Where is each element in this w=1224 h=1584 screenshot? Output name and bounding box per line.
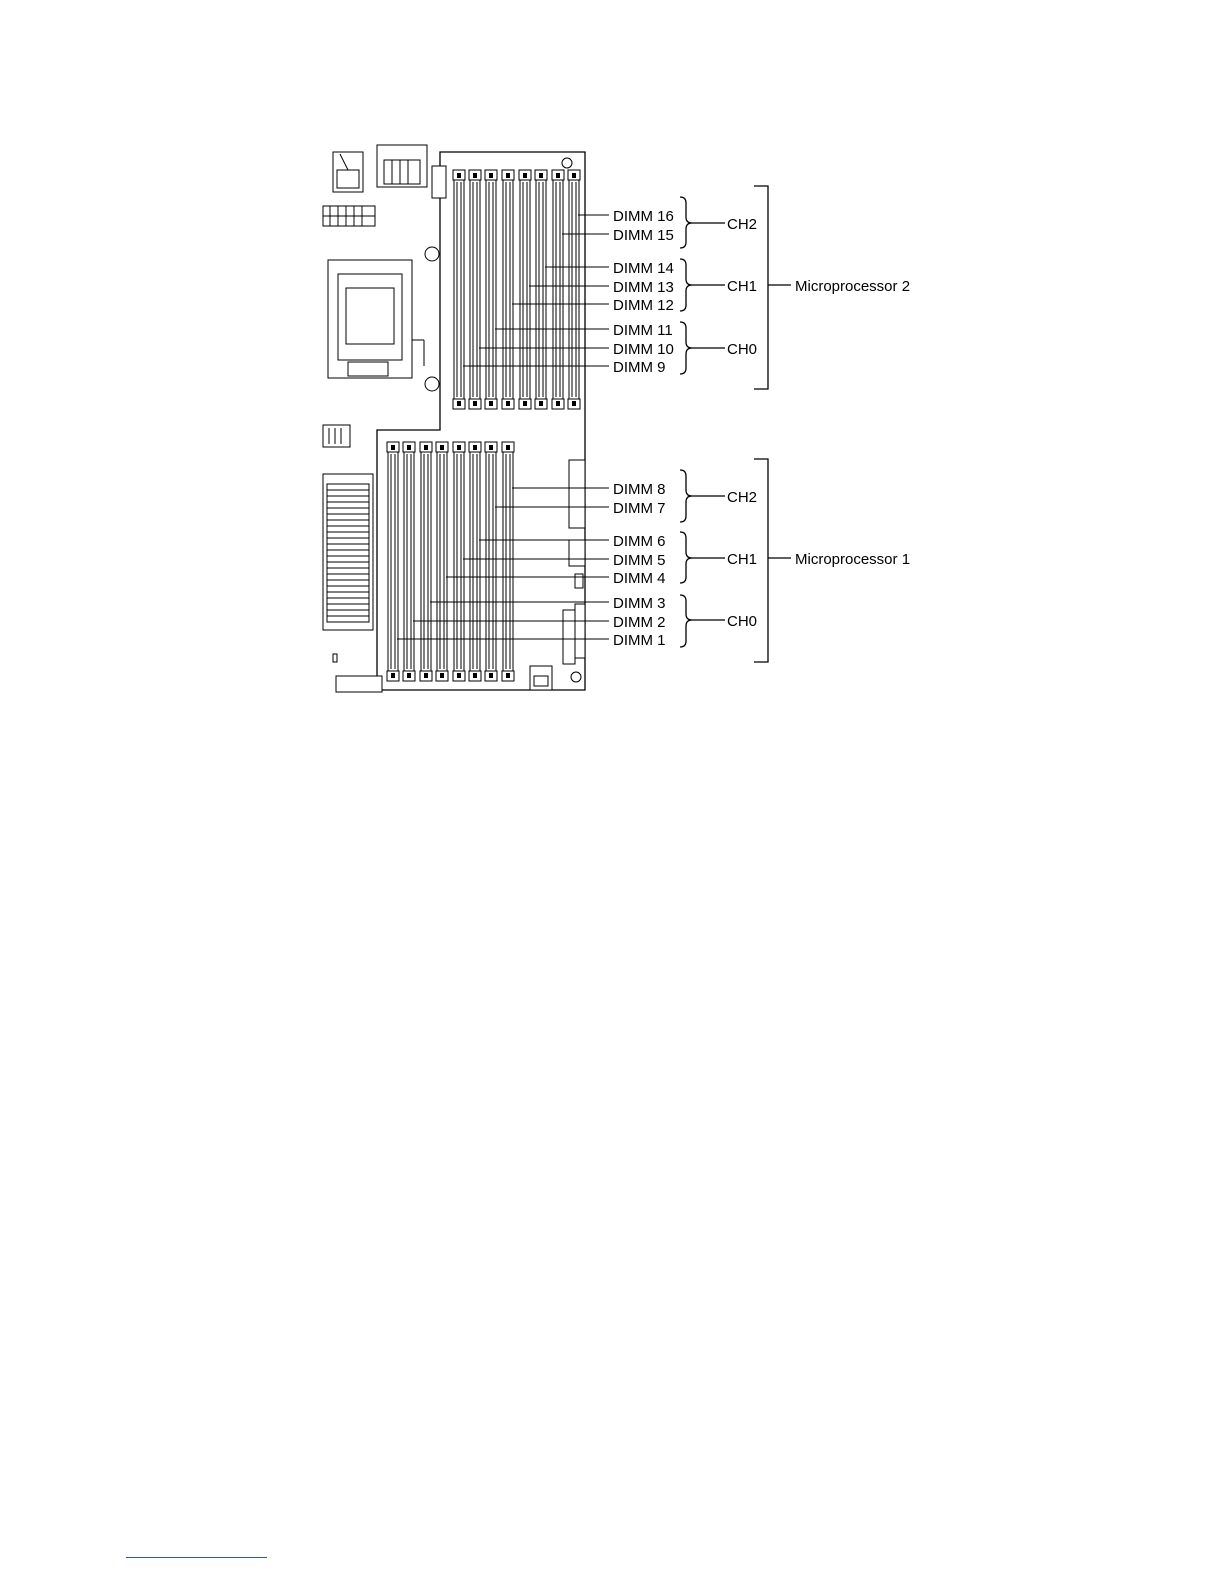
dimm-slot-6 [469,442,481,681]
mounting-hole [571,672,581,682]
mounting-hole [425,247,439,261]
dimm-slot-3 [420,442,432,681]
dimm-11-label: DIMM 11 [613,322,673,339]
cpu1-heatsink [323,425,373,630]
dimm-5-label: DIMM 5 [613,552,666,569]
cpu1-ch1-label: CH1 [727,551,757,568]
dimm-slot-12 [502,170,514,409]
dimm-9-label: DIMM 9 [613,359,666,376]
cpu2-ch2-label: CH2 [727,216,757,233]
dimm-15-label: DIMM 15 [613,227,674,244]
cpu1-ch0-label: CH0 [727,613,757,630]
cpu2-ch1-label: CH1 [727,278,757,295]
dimm-slot-14 [535,170,547,409]
dimm-8-label: DIMM 8 [613,481,666,498]
dimm-slot-5 [453,442,465,681]
dimm-slot-10 [469,170,481,409]
microprocessor-2-label: Microprocessor 2 [795,278,910,295]
dimm-slot-1 [387,442,399,681]
dimm-12-label: DIMM 12 [613,297,674,314]
dimm-slot-15 [552,170,564,409]
cpu1-ch2-label: CH2 [727,489,757,506]
dimm-7-label: DIMM 7 [613,500,666,517]
dimm-slot-7 [485,442,497,681]
processor-brackets [754,186,791,662]
cpu2-socket [328,260,424,378]
dimm-slot-array [387,170,580,681]
dimm-slot-4 [436,442,448,681]
channel-braces [680,197,725,647]
dimm-14-label: DIMM 14 [613,260,674,277]
dimm-slot-11 [485,170,497,409]
cpu2-ch0-label: CH0 [727,341,757,358]
microprocessor-1-label: Microprocessor 1 [795,551,910,568]
dimm-slot-16 [568,170,580,409]
dimm-1-label: DIMM 1 [613,632,666,649]
dimm-4-label: DIMM 4 [613,570,666,587]
dimm-slot-13 [519,170,531,409]
dimm-6-label: DIMM 6 [613,533,666,550]
dimm-10-label: DIMM 10 [613,341,674,358]
dimm-slot-8 [502,442,514,681]
dimm-2-label: DIMM 2 [613,614,666,631]
dimm-13-label: DIMM 13 [613,279,674,296]
dimm-slot-9 [453,170,465,409]
board-headers [563,460,585,664]
rear-connectors [323,145,446,226]
mounting-hole [425,377,439,391]
footer-rule [126,1557,267,1558]
dimm-3-label: DIMM 3 [613,595,666,612]
dimm-slot-2 [403,442,415,681]
dimm-16-label: DIMM 16 [613,208,674,225]
mounting-hole [562,158,572,168]
